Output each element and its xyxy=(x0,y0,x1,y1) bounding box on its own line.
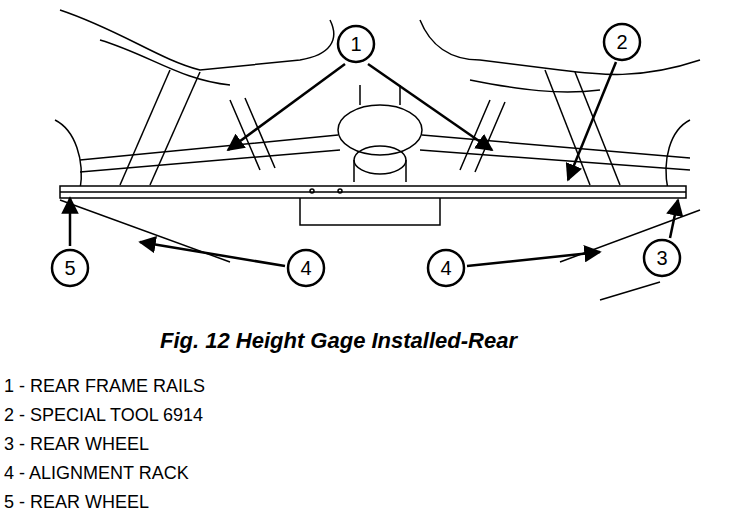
callout-number: 2 xyxy=(616,32,627,52)
callout-number: 4 xyxy=(440,258,451,278)
callout-ring xyxy=(428,250,464,286)
callout-circle: 3 xyxy=(642,238,682,278)
leader-lines xyxy=(70,62,678,266)
callout-number: 5 xyxy=(64,258,75,278)
callout-circle: 1 xyxy=(336,24,376,64)
part-legend-line: 3 - REAR WHEEL xyxy=(4,434,149,455)
part-legend-line: 4 - ALIGNMENT RACK xyxy=(4,463,189,484)
callout-circle: 4 xyxy=(426,248,466,288)
callout-ring xyxy=(52,250,88,286)
vehicle-underside xyxy=(55,10,700,300)
callout-number: 3 xyxy=(656,248,667,268)
callout-circle: 4 xyxy=(286,248,326,288)
callout-ring xyxy=(338,26,374,62)
figure-caption: Fig. 12 Height Gage Installed-Rear xyxy=(160,328,517,354)
callout-ring xyxy=(604,24,640,60)
callout-circle: 2 xyxy=(602,22,642,62)
callout-circle: 5 xyxy=(50,248,90,288)
callout-number: 4 xyxy=(300,258,311,278)
callout-ring xyxy=(288,250,324,286)
part-legend-line: 5 - REAR WHEEL xyxy=(4,492,149,513)
callout-ring xyxy=(644,240,680,276)
part-legend-line: 1 - REAR FRAME RAILS xyxy=(4,376,205,397)
callout-number: 1 xyxy=(350,34,361,54)
part-legend-line: 2 - SPECIAL TOOL 6914 xyxy=(4,405,203,426)
